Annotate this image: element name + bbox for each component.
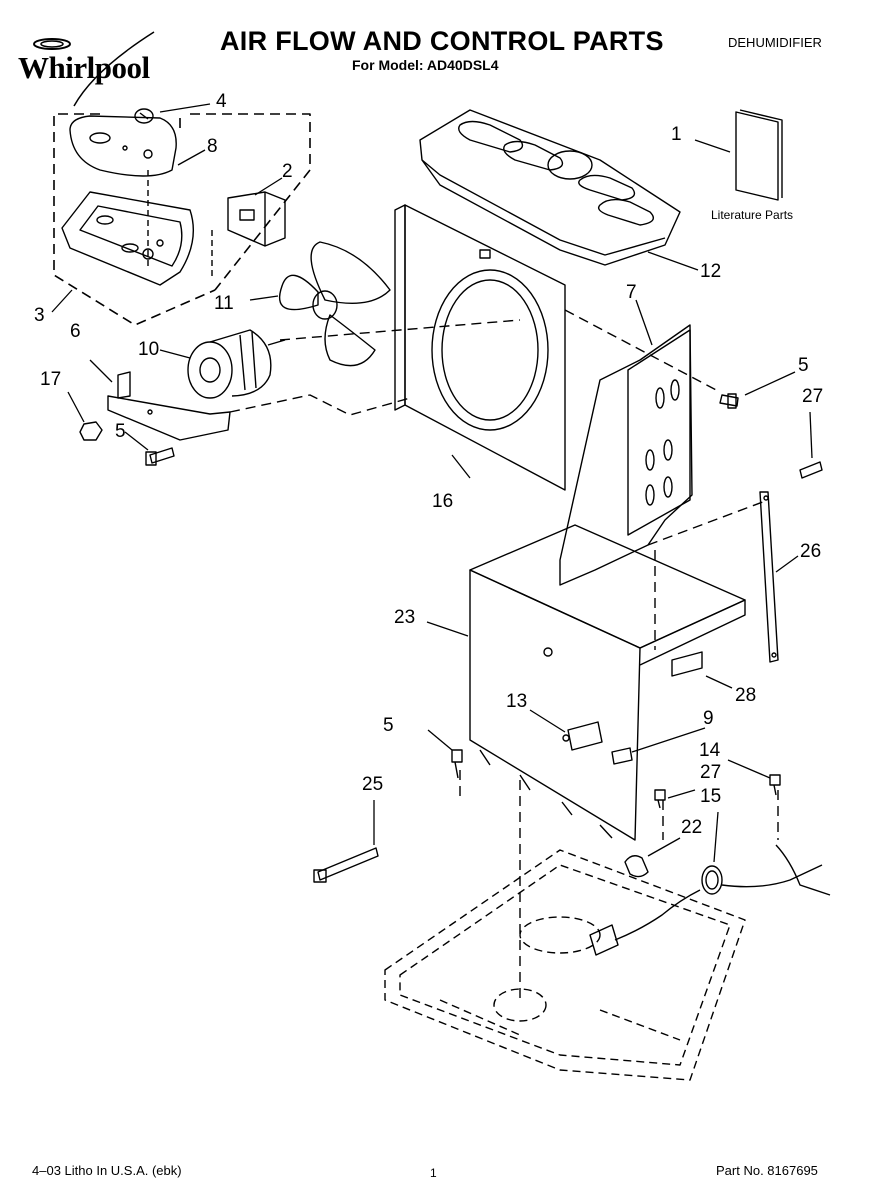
- part-power-cord: [589, 844, 831, 956]
- whirlpool-logo: Whirlpool: [14, 30, 184, 110]
- page-title: AIR FLOW AND CONTROL PARTS: [220, 26, 664, 56]
- callout-1: 1: [671, 124, 682, 145]
- callout-14: 14: [699, 740, 721, 761]
- part-screw-27-upper: [799, 461, 823, 479]
- callout-3: 3: [34, 305, 45, 326]
- part-evaporator-panel: [559, 324, 693, 586]
- part-fan-shroud: [394, 204, 566, 491]
- callout-22: 22: [681, 817, 703, 838]
- part-fan-blade: [278, 241, 391, 367]
- part-screw-right: [719, 393, 739, 409]
- part-literature-booklet: [735, 109, 783, 201]
- callout-15: 15: [700, 786, 722, 807]
- callout-13: 13: [506, 691, 528, 712]
- callout-25: 25: [362, 774, 384, 795]
- leader-lines: [51, 103, 813, 863]
- part-motor-bracket: [107, 371, 231, 441]
- part-ground-screw: [769, 774, 781, 796]
- logo-swoosh-icon: [33, 31, 155, 107]
- part-control-housing: [61, 170, 195, 286]
- part-top-cover: [419, 109, 681, 266]
- callout-16: 16: [432, 491, 454, 512]
- callout-4: 4: [216, 91, 227, 112]
- literature-parts-label: Literature Parts: [711, 208, 794, 222]
- callout-12: 12: [700, 261, 722, 282]
- part-screw-lower: [451, 749, 463, 779]
- callout-7: 7: [626, 282, 637, 303]
- logo-wordmark: Whirlpool: [18, 50, 150, 85]
- part-nut: [79, 421, 103, 441]
- callout-17: 17: [40, 369, 62, 390]
- callout-9: 9: [703, 708, 714, 729]
- part-screw-27-lower: [654, 789, 666, 809]
- part-strain-relief: [624, 855, 649, 878]
- callout-10: 10: [138, 339, 160, 360]
- callout-27-upper: 27: [802, 386, 824, 407]
- control-group-outline: [53, 113, 311, 326]
- callout-5-right: 5: [798, 355, 809, 376]
- part-switch: [211, 191, 286, 280]
- connection-lines: [229, 309, 779, 1000]
- model-subtitle: For Model: AD40DSL4: [352, 57, 499, 73]
- callout-5-lower: 5: [383, 715, 394, 736]
- callout-5-left: 5: [115, 421, 126, 442]
- callout-28: 28: [735, 685, 757, 706]
- part-humidistat: [562, 721, 603, 751]
- part-brace: [759, 491, 779, 663]
- footer-litho: 4–03 Litho In U.S.A. (ebk): [32, 1163, 182, 1178]
- part-control-panel: [69, 115, 177, 177]
- callout-27-lower: 27: [700, 762, 722, 783]
- part-clip: [611, 747, 633, 765]
- callout-23: 23: [394, 607, 416, 628]
- part-fan-motor: [187, 329, 286, 399]
- part-base-pan: [384, 849, 746, 1081]
- callout-2: 2: [282, 161, 293, 182]
- callout-8: 8: [207, 136, 218, 157]
- callout-6: 6: [70, 321, 81, 342]
- part-base-cabinet: [469, 524, 746, 841]
- callout-26: 26: [800, 541, 822, 562]
- footer-page-number: 1: [430, 1166, 437, 1180]
- part-screw-left: [145, 447, 175, 466]
- part-knob: [134, 108, 154, 124]
- category-label: DEHUMIDIFIER: [728, 35, 822, 50]
- part-cable-tie: [313, 847, 379, 883]
- callout-11: 11: [214, 293, 234, 314]
- footer-part-number: Part No. 8167695: [716, 1163, 818, 1178]
